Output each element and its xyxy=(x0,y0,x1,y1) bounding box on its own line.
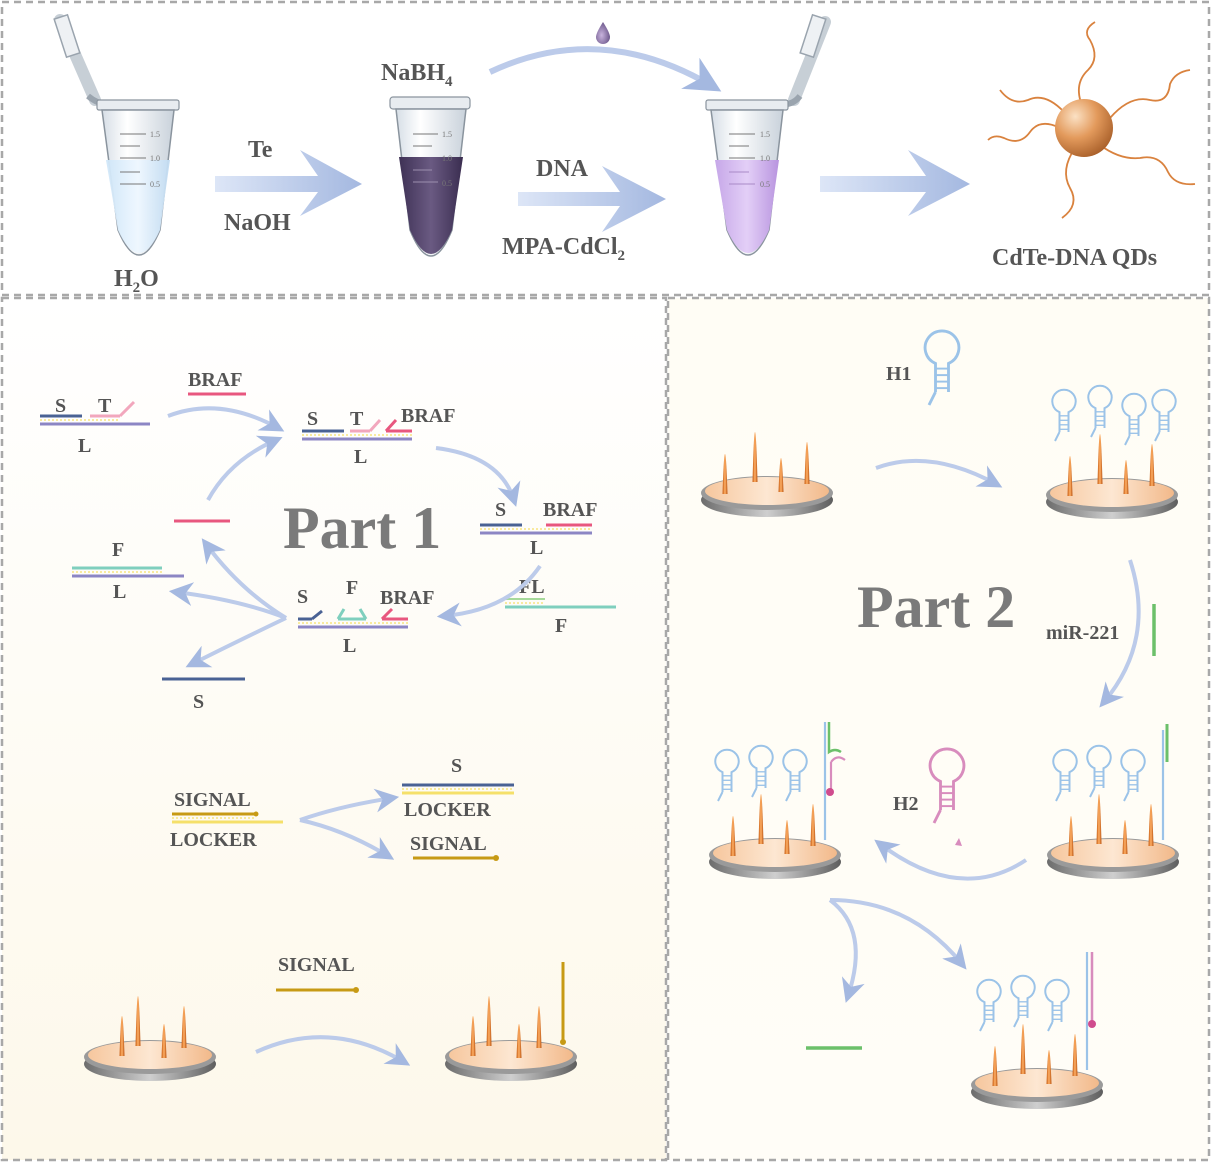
tube1-tick-2: 1.0 xyxy=(150,154,160,163)
c3-braf-label: BRAF xyxy=(543,499,597,521)
complex-sfbraf xyxy=(298,607,408,629)
c2-s-label: S xyxy=(307,408,318,430)
tube1-tick-1: 1.5 xyxy=(150,130,160,139)
tube3-tick-1: 1.5 xyxy=(760,130,770,139)
arrow-p1-h xyxy=(299,818,395,860)
arrow-p1-e xyxy=(201,538,288,620)
complex-stbraf xyxy=(302,418,412,441)
s-locker-duplex xyxy=(402,783,514,795)
part2-title: Part 2 xyxy=(857,574,1015,640)
c4-braf-label: BRAF xyxy=(380,587,434,609)
tube3-tick-2: 1.0 xyxy=(760,154,770,163)
arrow-p1-c xyxy=(436,564,542,627)
c4-s-label: S xyxy=(297,586,308,608)
sl-signal-label: SIGNAL xyxy=(174,789,251,811)
c3-l-label: L xyxy=(530,537,543,559)
electrode-p2-d xyxy=(709,722,846,879)
cdte-dna-qd xyxy=(987,21,1196,219)
fuel-strand xyxy=(505,598,616,609)
part1-title: Part 1 xyxy=(283,495,441,561)
c2-t-label: T xyxy=(350,408,364,430)
tube1-tick-3: 0.5 xyxy=(150,180,160,189)
arrow1-top-label: Te xyxy=(248,137,273,163)
electrode-p1-after xyxy=(445,962,577,1081)
tube2-tick-1: 1.5 xyxy=(442,130,452,139)
arrow-p1-f xyxy=(185,616,287,668)
c1-s-label: S xyxy=(55,395,66,417)
h1-label: H1 xyxy=(886,363,912,385)
tube2-label: NaBH4 xyxy=(381,60,453,90)
braf-input-label: BRAF xyxy=(188,369,242,391)
c4-l-label: L xyxy=(343,635,356,657)
arrow-p1-recycle xyxy=(206,435,283,501)
c2-l-label: L xyxy=(354,446,367,468)
waste-fl xyxy=(72,566,184,578)
arrow-p1-d xyxy=(168,582,287,620)
tube-product: 1.5 1.0 0.5 xyxy=(705,13,831,256)
sl-locker-label: LOCKER xyxy=(170,829,257,851)
h2-label: H2 xyxy=(893,793,919,815)
tube-nabh4: 1.5 1.0 0.5 xyxy=(389,96,471,257)
arrow-p1-i xyxy=(255,1035,411,1066)
complex-stl xyxy=(40,400,150,426)
electrode-p2-c xyxy=(1047,724,1179,879)
arrow2-top-label: DNA xyxy=(536,156,589,182)
c4-f-label: F xyxy=(346,577,358,599)
fuel-f-label: F xyxy=(555,615,567,637)
arrow-p1-g xyxy=(299,788,400,822)
c2-braf-label: BRAF xyxy=(401,405,455,427)
qd-core xyxy=(1055,99,1113,157)
arrow-p2-c xyxy=(874,839,1028,881)
transfer-curved-arrow xyxy=(488,46,722,92)
droplet-icon xyxy=(596,22,610,44)
signal-input-label: SIGNAL xyxy=(278,954,355,976)
s-locker-s-label: S xyxy=(451,755,462,777)
product-label: CdTe-DNA QDs xyxy=(992,245,1157,271)
arrow-p2-e xyxy=(829,898,967,970)
synthesis-arrow-1 xyxy=(215,150,362,216)
part1-panel xyxy=(0,296,668,1162)
c1-l-label: L xyxy=(78,435,91,457)
h2-marker xyxy=(955,838,962,846)
tube3-tick-3: 0.5 xyxy=(760,180,770,189)
arrow-p2-b xyxy=(1099,559,1141,708)
c1-t-label: T xyxy=(98,395,112,417)
arrow-p1-b xyxy=(435,446,521,507)
arrow2-bottom-label: MPA-CdCl2 xyxy=(502,234,625,264)
s-locker-locker-label: LOCKER xyxy=(404,799,491,821)
electrode-p2-e xyxy=(971,952,1103,1109)
released-signal-marker xyxy=(493,855,499,861)
tube1-label: H2O xyxy=(114,266,159,296)
arrow-p1-a xyxy=(167,406,285,432)
part2-panel xyxy=(666,296,1211,1162)
synthesis-arrow-2 xyxy=(518,166,666,232)
c3-s-label: S xyxy=(495,499,506,521)
arrow-p2-a xyxy=(875,458,1003,488)
arrow1-bottom-label: NaOH xyxy=(224,210,291,236)
synthesis-arrow-3 xyxy=(820,150,970,216)
complex-sbraf xyxy=(480,523,592,535)
signal-input-marker xyxy=(353,987,359,993)
signal-locker-duplex xyxy=(172,811,283,824)
waste-f-label: F xyxy=(112,539,124,561)
waste-l-label: L xyxy=(113,581,126,603)
released-signal-label: SIGNAL xyxy=(410,833,487,855)
tube2-tick-3: 0.5 xyxy=(442,179,452,188)
tube2-tick-2: 1.0 xyxy=(442,154,452,163)
arrow-p2-d xyxy=(828,898,865,1003)
mir221-label: miR-221 xyxy=(1046,622,1119,644)
released-s-label: S xyxy=(193,691,204,713)
tube-water: 1.5 1.0 0.5 xyxy=(53,13,180,256)
